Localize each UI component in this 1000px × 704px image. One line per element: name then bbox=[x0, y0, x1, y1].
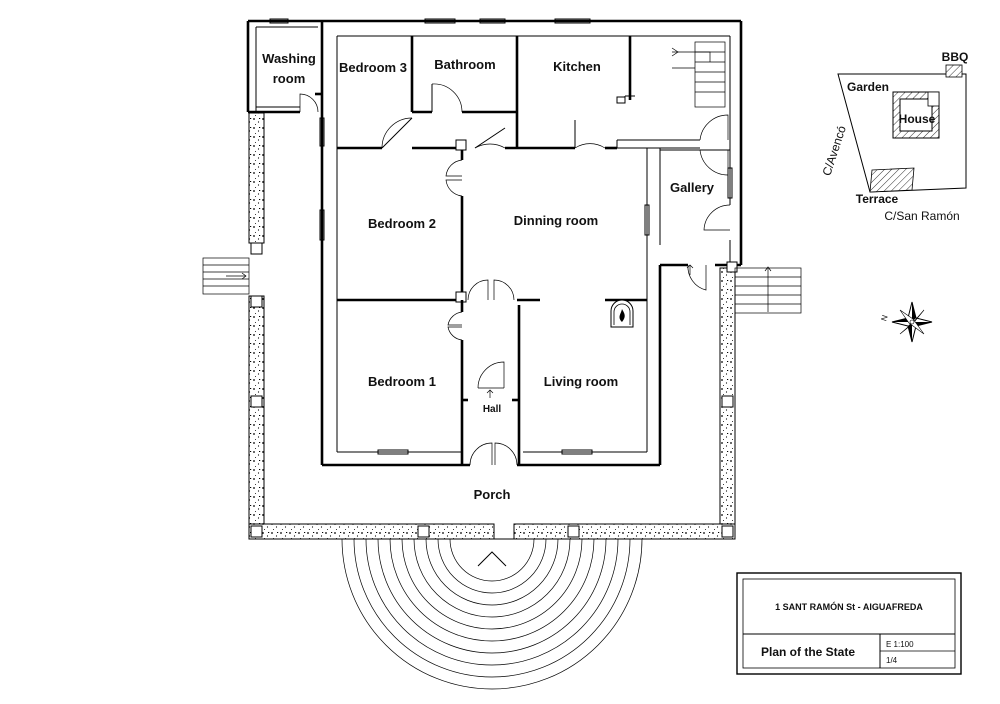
site-terrace-label: Terrace bbox=[856, 192, 899, 206]
dining-room-label: Dinning room bbox=[514, 213, 599, 228]
interior-stairs bbox=[671, 41, 726, 108]
site-location-map: Garden BBQ House Terrace C/San Ramón C/A… bbox=[820, 50, 969, 223]
title-block-title: Plan of the State bbox=[761, 645, 855, 659]
compass-rose-icon bbox=[891, 301, 933, 343]
porch-label: Porch bbox=[474, 487, 511, 502]
title-block-scale: E 1:100 bbox=[886, 640, 914, 649]
bedroom2-label: Bedroom 2 bbox=[368, 216, 436, 231]
title-block: 1 SANT RAMÓN St - AIGUAFREDA Plan of the… bbox=[736, 572, 962, 675]
front-semicircle-steps bbox=[341, 538, 643, 690]
washing-room-label-line1: Washing bbox=[262, 51, 316, 66]
site-street2-label: C/San Ramón bbox=[884, 209, 959, 223]
site-bbq-label: BBQ bbox=[942, 50, 969, 64]
porch-border bbox=[248, 112, 738, 540]
bedroom3-label: Bedroom 3 bbox=[339, 60, 407, 75]
site-street1-label: C/Avencó bbox=[820, 124, 849, 178]
left-exterior-stairs bbox=[202, 257, 250, 295]
site-garden-label: Garden bbox=[847, 80, 889, 94]
interior-walls bbox=[337, 36, 647, 465]
compass-north-label: N bbox=[879, 314, 889, 322]
room-labels: Washing room Bedroom 3 Bathroom Kitchen … bbox=[262, 51, 715, 502]
hall-label: Hall bbox=[483, 404, 502, 415]
gallery-label: Gallery bbox=[670, 180, 715, 195]
site-house-label: House bbox=[899, 112, 936, 126]
title-block-address: 1 SANT RAMÓN St - AIGUAFREDA bbox=[775, 601, 923, 612]
title-block-sheet: 1/4 bbox=[886, 656, 898, 665]
house-walls bbox=[246, 19, 743, 467]
living-room-label: Living room bbox=[544, 374, 618, 389]
right-exterior-stairs bbox=[734, 266, 802, 314]
windows bbox=[269, 18, 733, 455]
doors bbox=[299, 83, 731, 466]
bedroom1-label: Bedroom 1 bbox=[368, 374, 436, 389]
kitchen-label: Kitchen bbox=[553, 59, 601, 74]
washing-room-label-line2: room bbox=[273, 71, 306, 86]
fireplace-icon bbox=[610, 299, 634, 328]
bathroom-label: Bathroom bbox=[434, 57, 495, 72]
